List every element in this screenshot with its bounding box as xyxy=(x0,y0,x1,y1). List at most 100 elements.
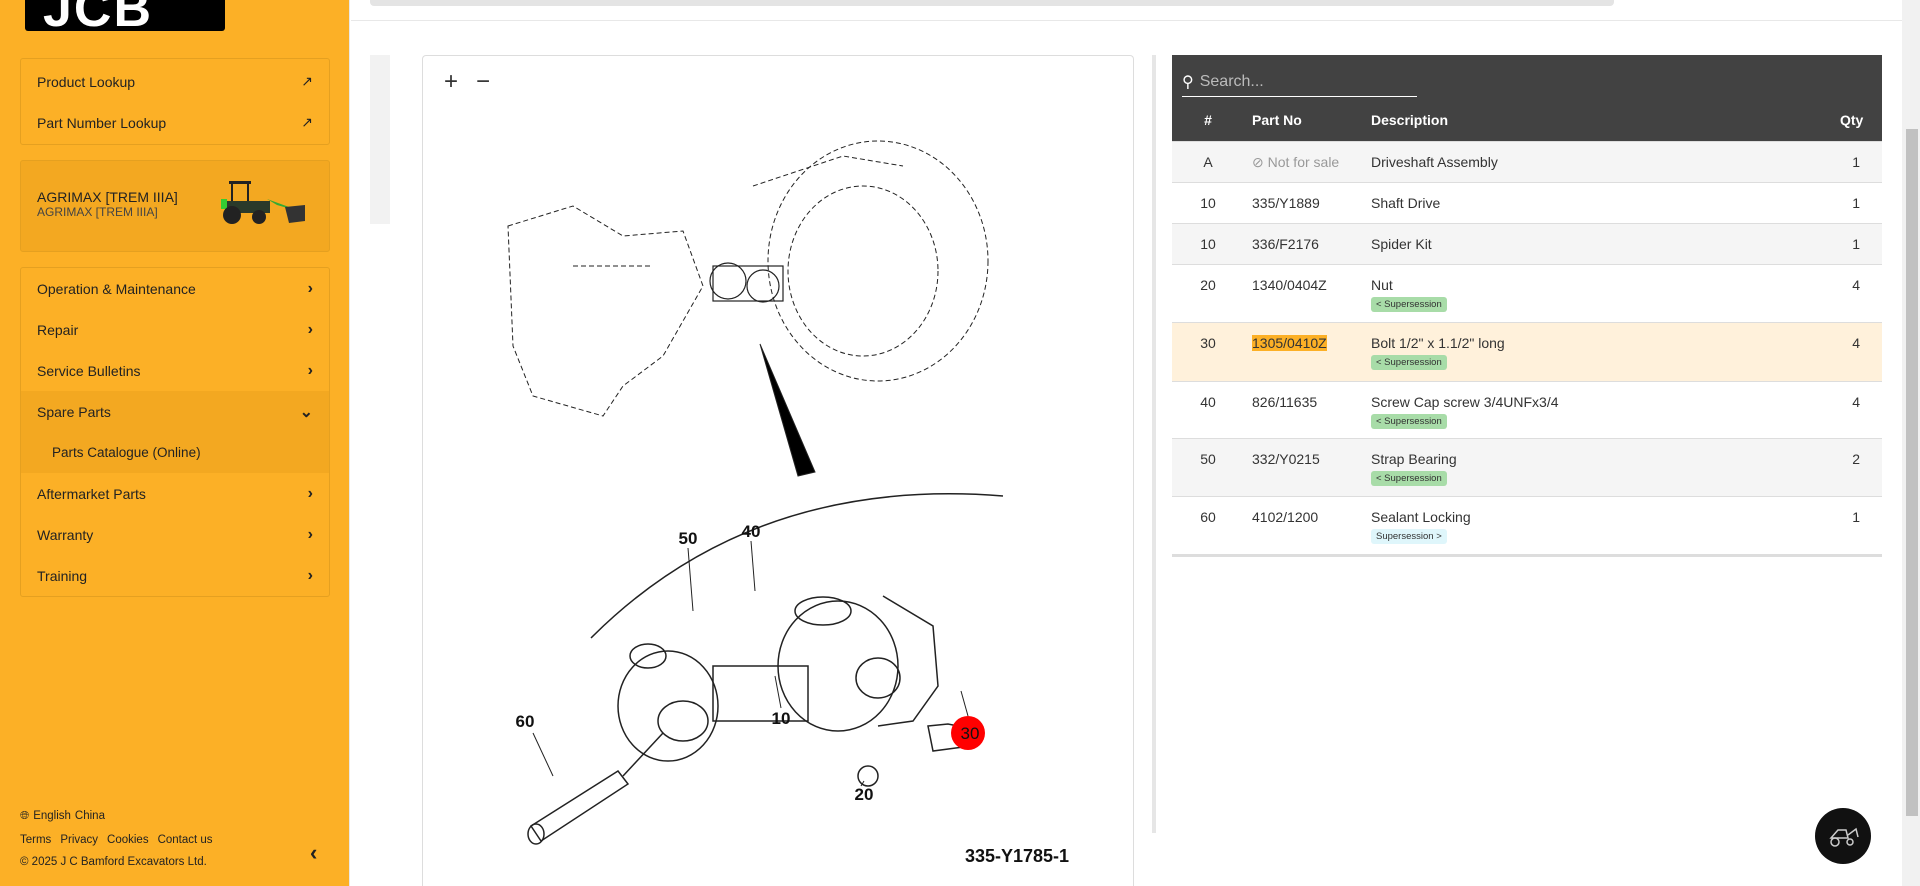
zoom-in-button[interactable]: + xyxy=(444,68,459,95)
diagram-panel[interactable]: + − 50 40 10 60 xyxy=(422,55,1134,886)
supersession-badge[interactable]: Supersession > xyxy=(1371,529,1447,544)
chevron-right-icon: › xyxy=(307,279,313,297)
label: Spare Parts xyxy=(37,403,111,420)
parts-table: ⚲ Search... # Part No Description Qty A⊘ … xyxy=(1172,55,1882,557)
search-placeholder: Search... xyxy=(1199,72,1264,90)
scrollbar[interactable] xyxy=(1902,0,1920,886)
item-number: 30 xyxy=(1200,335,1216,351)
chevron-down-icon: ⌄ xyxy=(299,403,313,421)
label: Service Bulletins xyxy=(37,362,141,379)
menu-training[interactable]: Training › xyxy=(21,555,329,596)
description-cell: Driveshaft Assembly xyxy=(1371,154,1498,170)
menu-warranty[interactable]: Warranty› xyxy=(21,514,329,555)
label: Product Lookup xyxy=(37,73,136,90)
label: Part Number Lookup xyxy=(37,114,167,131)
left-strip xyxy=(370,55,390,224)
scrollbar-thumb[interactable] xyxy=(1906,129,1918,816)
callout-10: 10 xyxy=(772,709,791,728)
description: Bolt 1/2" x 1.1/2" long xyxy=(1371,335,1505,351)
product-lookup-link[interactable]: Product Lookup↗ xyxy=(21,61,329,102)
menu-aftermarket-parts[interactable]: Aftermarket Parts› xyxy=(21,473,329,514)
panel-divider[interactable] xyxy=(1152,55,1156,833)
description-cell: Spider Kit xyxy=(1371,236,1432,252)
external-link-icon: ↗ xyxy=(301,114,313,130)
supersession-badge[interactable]: < Supersession xyxy=(1371,297,1447,312)
supersession-badge[interactable]: < Supersession xyxy=(1371,414,1447,429)
menu-service-bulletins[interactable]: Service Bulletins › xyxy=(21,350,329,391)
description-cell: Shaft Drive xyxy=(1371,195,1440,211)
col-num[interactable]: # xyxy=(1204,112,1212,128)
table-header: ⚲ Search... # Part No Description Qty xyxy=(1172,55,1882,141)
part-no[interactable]: 336/F2176 xyxy=(1252,236,1319,252)
table-row[interactable]: 30 1305/0410Z Bolt 1/2" x 1.1/2" long < Su… xyxy=(1172,322,1882,381)
chat-button[interactable] xyxy=(1815,808,1871,864)
table-row[interactable]: A⊘ Not for sale Driveshaft Assembly 1 xyxy=(1172,141,1882,182)
description: Sealant Locking xyxy=(1371,509,1471,525)
label: Aftermarket Parts xyxy=(37,485,146,502)
machine-title: AGRIMAX [TREM IIIA] xyxy=(37,189,178,205)
part-no[interactable]: 335/Y1889 xyxy=(1252,195,1320,211)
quantity: 1 xyxy=(1852,154,1860,170)
language: English xyxy=(33,810,71,822)
lookup-box: Product Lookup↗ Part Number Lookup ↗ xyxy=(20,58,330,145)
quantity: 1 xyxy=(1852,236,1860,252)
jcb-logo[interactable]: JCB xyxy=(25,0,225,31)
divider xyxy=(351,20,1902,21)
description-cell: Strap Bearing < Supersession xyxy=(1371,451,1457,486)
description-cell: Bolt 1/2" x 1.1/2" long < Supersession xyxy=(1371,335,1505,370)
privacy-link[interactable]: Privacy xyxy=(60,834,99,846)
globe-icon: 🌐︎ xyxy=(20,810,30,822)
part-no[interactable]: 332/Y0215 xyxy=(1252,451,1320,467)
menu-operation-maintenance[interactable]: Operation & Maintenance › xyxy=(21,268,329,309)
part-no[interactable]: 826/11635 xyxy=(1252,394,1318,410)
contact-link[interactable]: Contact us xyxy=(157,834,213,846)
part-no[interactable]: 1340/0404Z xyxy=(1252,277,1327,293)
quantity: 1 xyxy=(1852,195,1860,211)
part-no[interactable]: 1305/0410Z xyxy=(1252,335,1327,351)
col-part-no[interactable]: Part No xyxy=(1252,112,1302,128)
collapse-sidebar-icon[interactable]: ‹ xyxy=(310,840,318,865)
label: Warranty xyxy=(37,526,94,543)
item-number: 40 xyxy=(1200,394,1216,410)
quantity: 4 xyxy=(1852,335,1860,351)
terms-link[interactable]: Terms xyxy=(20,834,52,846)
col-description[interactable]: Description xyxy=(1371,112,1449,128)
description: Shaft Drive xyxy=(1371,195,1441,211)
zoom-out-button[interactable]: − xyxy=(476,68,491,95)
quantity: 4 xyxy=(1852,394,1860,410)
search-icon: ⚲ xyxy=(1182,73,1194,91)
callout-30: 30 xyxy=(961,724,980,743)
callout-20: 20 xyxy=(855,785,874,804)
description: Strap Bearing xyxy=(1371,451,1457,467)
cookies-link[interactable]: Cookies xyxy=(107,834,149,846)
part-number-lookup-link[interactable]: Part Number Lookup ↗ xyxy=(21,102,329,143)
label: Training xyxy=(37,567,88,584)
machine-image xyxy=(221,181,305,224)
table-row[interactable]: 10 335/Y1889 Shaft Drive 1 xyxy=(1172,182,1882,223)
machine-subtitle: AGRIMAX [TREM IIIA] xyxy=(37,205,158,219)
upper-coupling xyxy=(709,262,784,303)
menu-parts-catalogue-online[interactable]: Parts Catalogue (Online) xyxy=(21,432,329,473)
item-number: 10 xyxy=(1200,195,1216,211)
search-input[interactable]: ⚲ Search... xyxy=(1182,67,1417,97)
backhoe-icon xyxy=(1829,827,1859,847)
machine-card[interactable]: AGRIMAX [TREM IIIA] AGRIMAX [TREM IIIA] xyxy=(20,160,330,252)
part-no[interactable]: 4102/1200 xyxy=(1252,509,1319,525)
label: Operation & Maintenance xyxy=(37,280,196,297)
chevron-right-icon: › xyxy=(307,566,313,584)
parts-diagram: 50 40 10 60 20 30 335-Y1785-1 xyxy=(507,140,1069,866)
menu-repair[interactable]: Repair› xyxy=(21,309,329,350)
menu-spare-parts[interactable]: Spare Parts ⌄ xyxy=(21,391,329,432)
supersession-badge[interactable]: < Supersession xyxy=(1371,471,1447,486)
supersession-badge[interactable]: < Supersession xyxy=(1371,355,1447,370)
col-qty[interactable]: Qty xyxy=(1840,112,1864,128)
gearbox-outline xyxy=(507,140,989,417)
chevron-right-icon: › xyxy=(307,361,313,379)
